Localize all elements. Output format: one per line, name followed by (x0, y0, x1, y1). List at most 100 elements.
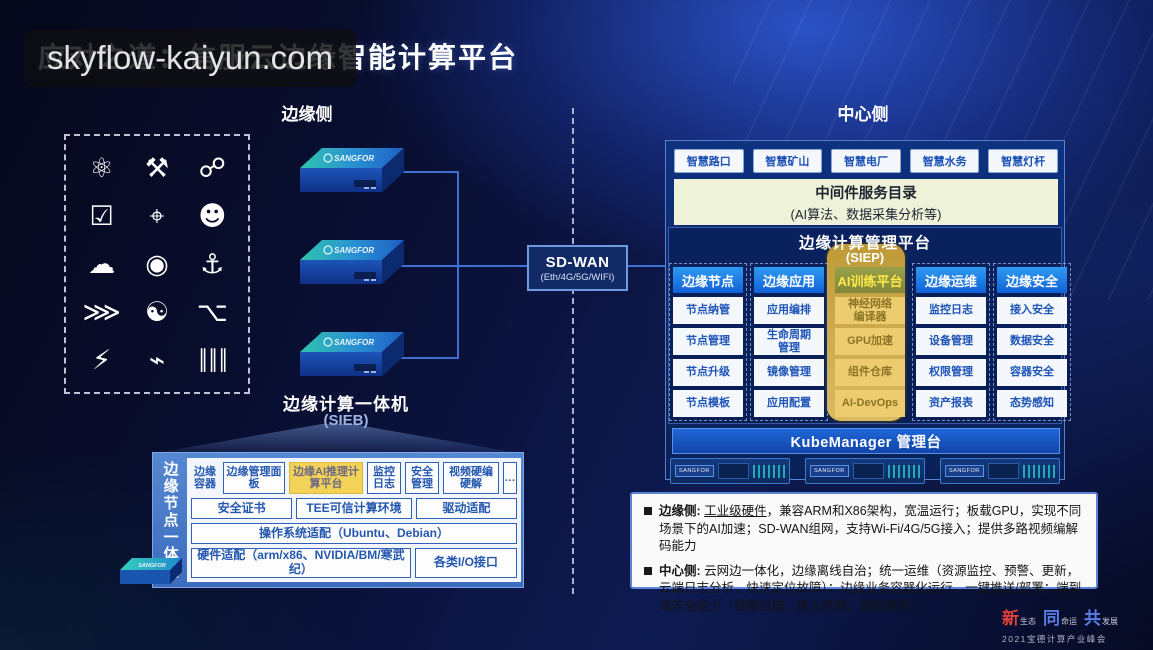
column-item: 数据安全 (997, 328, 1067, 355)
server-vents (753, 464, 785, 478)
column-item: 资产报表 (916, 390, 986, 417)
column-edge-ops: 边缘运维 监控日志 设备管理 权限管理 资产报表 (912, 263, 990, 421)
column-edge-app: 边缘应用 应用编排 生命周期 管理 镜像管理 应用配置 (750, 263, 828, 421)
cctv-camera-icon: ⌖ (149, 200, 165, 232)
column-item: 神经网络 编译器 (835, 297, 905, 324)
head-gears-icon: ☻ (198, 200, 227, 232)
column-item: 节点管理 (673, 328, 743, 355)
spec-edge-mgmt-panel: 边缘管理面板 (223, 462, 285, 495)
center-platform-panel: 智慧路口 智慧矿山 智慧电厂 智慧水务 智慧灯杆 中间件服务目录 (AI算法、数… (665, 140, 1071, 484)
spec-security-mgmt: 安全管理 (405, 462, 439, 495)
spec-monitor-log: 监控日志 (367, 462, 401, 495)
factory-icon: ⚒ (144, 152, 170, 184)
spec-more: … (503, 462, 517, 495)
server-vents (1023, 464, 1055, 478)
chip-smart-powerplant: 智慧电厂 (831, 149, 901, 173)
webcam-icon: ◉ (145, 248, 169, 280)
spec-driver-adapt: 驱动适配 (415, 498, 517, 520)
event-footer: 新生态 同命运 共发展 2021宝德计算产业峰会 (1002, 604, 1147, 645)
chip-smart-mine: 智慧矿山 (752, 149, 823, 173)
server-bay (717, 463, 749, 479)
device-brand-label: SANGFOR (334, 154, 374, 163)
server-brand-label: SANGFOR (810, 465, 849, 477)
connector-line (457, 171, 459, 359)
spec-video-codec: 视频硬编硬解 (443, 462, 499, 495)
note-label: 边缘侧: (659, 504, 701, 518)
note-emphasis: 工业级硬件 (704, 504, 767, 518)
column-ai-training: AI训练平台 神经网络 编译器 GPU加速 组件仓库 AI-DevOps (831, 263, 909, 421)
device-brand-label: SANGFOR (138, 563, 166, 569)
spec-ai-inference-platform: 边缘AI推理计算平台 (289, 462, 363, 495)
server-bay (987, 463, 1019, 479)
server-brand-label: SANGFOR (945, 465, 984, 477)
column-item: 节点升级 (673, 359, 743, 386)
edge-node-box-title: 边缘节点一体机 (161, 460, 179, 580)
edge-appliance-caption: 边缘计算一体机 (283, 395, 409, 414)
spec-io-ports: 各类I/O接口 (414, 548, 517, 578)
note-body: ，兼容ARM和X86架构，宽温运行；板载GPU，实现不同场景下的AI加速；SD-… (659, 504, 1082, 553)
server-vents (888, 464, 920, 478)
server-rack-2: SANGFOR (805, 458, 925, 484)
column-item: AI-DevOps (835, 390, 905, 417)
building-network-icon: ☍ (198, 152, 226, 184)
server-bay (852, 463, 884, 479)
column-header: 边缘应用 (754, 267, 824, 293)
event-slogan: 新生态 同命运 共发展 (1002, 604, 1147, 629)
chip-smart-lamppost: 智慧灯杆 (988, 149, 1058, 173)
ship-icon: ⚓ (200, 248, 225, 280)
sdwan-subtitle: (Eth/4G/5G/WIFI) (540, 271, 615, 283)
chip-smart-water: 智慧水务 (909, 149, 980, 173)
middleware-subtitle: (AI算法、数据采集分析等) (790, 206, 942, 222)
connector-line (623, 265, 666, 267)
column-item: 生命周期 管理 (754, 328, 824, 355)
device-brand-label: SANGFOR (334, 246, 374, 255)
column-edge-security: 边缘安全 接入安全 数据安全 容器安全 态势感知 (993, 263, 1071, 421)
ai-brain-icon: ☯ (144, 296, 170, 328)
middleware-catalog-box: 中间件服务目录 (AI算法、数据采集分析等) (674, 179, 1058, 225)
platform-title: 边缘计算管理平台 (798, 235, 931, 252)
column-item: 监控日志 (916, 297, 986, 324)
spec-os-adapt: 操作系统适配（Ubuntu、Debian） (191, 523, 517, 545)
column-item: 镜像管理 (754, 359, 824, 386)
column-edge-node: 边缘节点 节点纳管 节点管理 节点升级 节点模板 (669, 263, 747, 421)
note-text: 边缘侧: 工业级硬件，兼容ARM和X86架构，宽温运行；板载GPU，实现不同场景… (659, 503, 1084, 556)
cloud-computing-icon: ☁ (88, 248, 116, 280)
molecule-icon: ⚛ (89, 152, 114, 184)
spec-security-cert: 安全证书 (191, 498, 293, 520)
column-item: 设备管理 (916, 328, 986, 355)
chip-smart-intersection: 智慧路口 (674, 149, 744, 173)
middleware-title: 中间件服务目录 (815, 185, 917, 202)
edge-side-label: 边缘侧 (281, 105, 333, 124)
fast-forward-icon: ⋙ (82, 296, 121, 328)
column-item: 应用配置 (754, 390, 824, 417)
server-rack-1: SANGFOR (670, 458, 790, 484)
watermark-text: skyflow-kaiyun.com (46, 39, 334, 76)
column-header: 边缘节点 (673, 267, 743, 293)
column-item: 应用编排 (754, 297, 824, 324)
mini-edge-device: SANGFOR (118, 556, 182, 597)
edge-node-box-body: 边缘容器 边缘管理面板 边缘AI推理计算平台 监控日志 安全管理 视频硬编硬解 … (187, 458, 521, 582)
barcode-icon: ║║║ (197, 348, 229, 372)
connector-line (384, 265, 527, 267)
event-name: 2021宝德计算产业峰会 (1002, 634, 1107, 644)
platform-subtitle: (SIEP) (845, 250, 885, 265)
column-item: GPU加速 (835, 328, 905, 355)
edge-device-2: SANGFOR (298, 238, 404, 290)
column-item: 节点模板 (673, 390, 743, 417)
column-item: 容器安全 (997, 359, 1067, 386)
edge-node-appliance-box: 边缘节点一体机 边缘容器 边缘管理面板 边缘AI推理计算平台 监控日志 安全管理… (152, 452, 524, 588)
server-rack-3: SANGFOR (940, 458, 1060, 484)
note-text: 中心侧: 云网边一体化，边缘离线自治；统一运维（资源监控、预警、更新，云端日志分… (659, 563, 1084, 616)
scenario-chip-row: 智慧路口 智慧矿山 智慧电厂 智慧水务 智慧灯杆 (674, 149, 1058, 173)
column-item: 节点纳管 (673, 297, 743, 324)
zoom-funnel (150, 424, 524, 454)
summary-notes-box: 边缘侧: 工业级硬件，兼容ARM和X86架构，宽温运行；板载GPU，实现不同场景… (630, 492, 1098, 613)
note-label: 中心侧: (659, 563, 701, 578)
column-item: 组件仓库 (835, 359, 905, 386)
column-header: AI训练平台 (835, 267, 905, 293)
slogan-together: 同命运 (1043, 609, 1077, 628)
edge-device-3: SANGFOR (298, 330, 404, 382)
slogan-shared: 共发展 (1084, 609, 1118, 628)
hierarchy-icon: ⌥ (196, 296, 228, 328)
